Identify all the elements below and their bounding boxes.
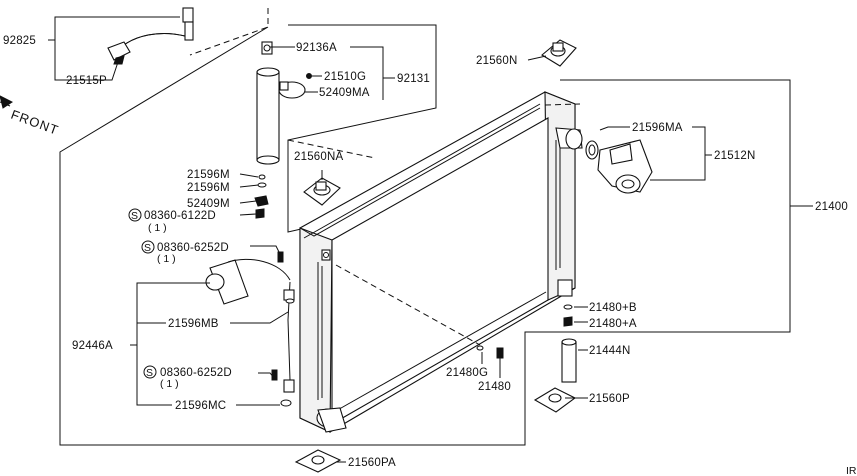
hose-92825-part bbox=[107, 7, 194, 65]
assembly-frame bbox=[59, 8, 791, 446]
corner-mark: IR bbox=[846, 465, 857, 476]
svg-text:S: S bbox=[146, 367, 153, 379]
callout-21510G: 21510G bbox=[324, 71, 366, 83]
svg-text:S: S bbox=[144, 242, 151, 254]
callout-08360-6252D-b: 08360-6252D bbox=[160, 367, 232, 379]
callout-92131: 92131 bbox=[397, 73, 430, 85]
front-label: FRONT bbox=[9, 107, 61, 138]
callout-21560PA: 21560PA bbox=[348, 457, 396, 469]
part-callouts: 92825 21515P 92136A 21510G 52409MA 92131… bbox=[3, 35, 857, 476]
callout-qty-1-b: ( 1 ) bbox=[157, 253, 176, 265]
leader-lines bbox=[48, 16, 813, 463]
left-fittings-parts bbox=[205, 174, 295, 407]
front-direction-indicator: FRONT bbox=[0, 95, 61, 138]
svg-text:S: S bbox=[131, 210, 138, 222]
callout-21596MB: 21596MB bbox=[168, 318, 219, 330]
screw-symbols: S S S bbox=[128, 208, 157, 379]
callout-92136A: 92136A bbox=[296, 42, 337, 54]
callout-92446A: 92446A bbox=[72, 340, 113, 352]
front-arrow-icon bbox=[0, 95, 13, 109]
callout-qty-1-c: ( 1 ) bbox=[160, 378, 179, 390]
screw-symbol-icon bbox=[141, 240, 155, 254]
callout-21596MC: 21596MC bbox=[175, 400, 226, 412]
callout-21560P: 21560P bbox=[589, 393, 630, 405]
callout-21480G: 21480G bbox=[446, 367, 488, 379]
bottom-fittings-parts bbox=[294, 304, 577, 473]
callout-21480A: 21480+A bbox=[589, 318, 637, 330]
callout-21480: 21480 bbox=[478, 381, 511, 393]
callout-21596MA: 21596MA bbox=[632, 122, 683, 134]
callout-21444N: 21444N bbox=[589, 345, 630, 357]
callout-08360-6252D-a: 08360-6252D bbox=[157, 242, 229, 254]
callout-52409M: 52409M bbox=[187, 198, 230, 210]
callout-21480B: 21480+B bbox=[589, 302, 637, 314]
callout-92825: 92825 bbox=[3, 35, 36, 47]
callout-21596M-2: 21596M bbox=[187, 182, 230, 194]
callout-21515P: 21515P bbox=[66, 75, 107, 87]
callout-21596M-1: 21596M bbox=[187, 169, 230, 181]
callout-21560N: 21560N bbox=[476, 55, 517, 67]
callout-21512N: 21512N bbox=[714, 150, 755, 162]
callout-52409MA: 52409MA bbox=[319, 87, 370, 99]
callout-21560NA: 21560NA bbox=[294, 151, 343, 163]
mount-21560N-part bbox=[541, 39, 577, 67]
callout-21400: 21400 bbox=[815, 201, 848, 213]
callout-qty-1-a: ( 1 ) bbox=[148, 222, 167, 234]
reservoir-tank-part bbox=[256, 41, 312, 165]
mount-21560NA-part bbox=[303, 177, 341, 206]
radiator-core bbox=[299, 91, 583, 433]
screw-symbol-icon bbox=[128, 208, 142, 222]
hose-21512N-part bbox=[585, 139, 653, 194]
screw-symbol-icon bbox=[143, 365, 157, 379]
callout-08360-6122D: 08360-6122D bbox=[144, 210, 216, 222]
